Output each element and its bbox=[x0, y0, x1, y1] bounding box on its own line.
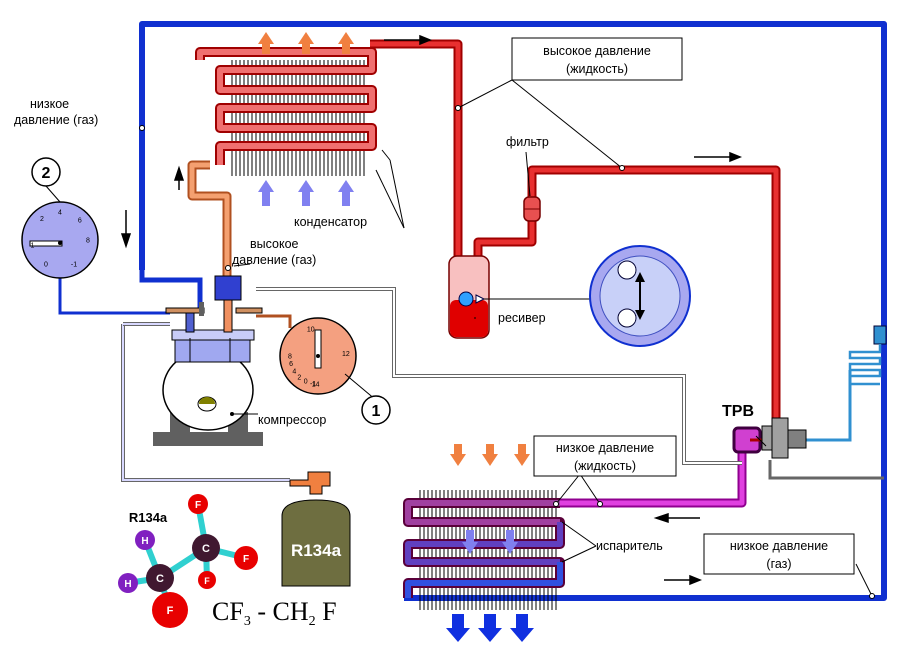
condenser bbox=[195, 47, 377, 176]
label-low-pressure-gas-left-2: давление (газ) bbox=[14, 113, 98, 127]
evaporator bbox=[403, 490, 565, 610]
gauge-high-tick-label: 2 bbox=[297, 374, 301, 381]
sight-glass bbox=[589, 245, 691, 347]
atom-f1: F bbox=[195, 500, 201, 511]
r134a-molecule bbox=[118, 494, 258, 628]
label-condenser: конденсатор bbox=[294, 215, 367, 229]
label-receiver: ресивер bbox=[498, 311, 546, 325]
gauge-high-tick-label: 14 bbox=[312, 381, 320, 388]
gauge-2-callout bbox=[31, 157, 61, 187]
atom-f2: F bbox=[243, 554, 249, 565]
label-box-low-pressure-gas bbox=[703, 533, 855, 575]
gauge-high-tick-label: 6 bbox=[289, 361, 293, 368]
label-low-pressure-gas-right-2: (газ) bbox=[766, 557, 791, 571]
gauge-low-tick-label: 4 bbox=[58, 210, 62, 217]
label-high-pressure-gas-2: давление (газ) bbox=[232, 253, 316, 267]
chemical-formula: CF3 - CH2 F bbox=[212, 597, 337, 629]
atom-c1: C bbox=[202, 543, 210, 555]
gauge-high-tick-label: -1 bbox=[310, 381, 316, 388]
filter bbox=[523, 196, 541, 222]
compressor bbox=[153, 275, 263, 446]
bottle-label: R134a bbox=[291, 541, 342, 560]
label-low-pressure-gas-left-1: низкое bbox=[30, 97, 69, 111]
label-low-pressure-gas-right-1: низкое давление bbox=[730, 539, 828, 553]
gauge-2-number: 2 bbox=[42, 165, 51, 182]
label-high-pressure-gas-1: высокое bbox=[250, 237, 299, 251]
atom-f3: F bbox=[204, 576, 210, 586]
label-filter: фильтр bbox=[506, 135, 549, 149]
gauge-high-tick-label: 4 bbox=[292, 368, 296, 375]
gauge-low-tick-label: -1 bbox=[71, 262, 77, 269]
gauge-1-number: 1 bbox=[372, 403, 381, 420]
molecule-atom-labels: H H F F F F C C bbox=[124, 500, 249, 617]
flow-arrows bbox=[120, 34, 743, 586]
gauge-low-tick-label: 8 bbox=[86, 238, 90, 245]
gauge-low-tick-label: 2 bbox=[40, 216, 44, 223]
atom-f4: F bbox=[167, 605, 174, 617]
label-box-low-pressure-liquid bbox=[533, 435, 677, 477]
air-through-arrows bbox=[462, 530, 518, 554]
label-low-pressure-liquid-2: (жидкость) bbox=[574, 459, 636, 473]
molecule-label: R134a bbox=[129, 510, 168, 525]
sensing-bulb bbox=[848, 325, 887, 386]
label-compressor: компрессор bbox=[258, 413, 326, 427]
gauge-high-tick-label: 10 bbox=[307, 327, 315, 334]
low-pressure-gas-pipe-compressor bbox=[139, 268, 203, 312]
callout-dots bbox=[139, 105, 875, 599]
label-low-pressure-liquid-1: низкое давление bbox=[556, 441, 654, 455]
atom-h2: H bbox=[124, 579, 131, 590]
gauge-high-tick-label: 8 bbox=[288, 354, 292, 361]
gauge-low-tick-label: 6 bbox=[78, 218, 82, 225]
receiver bbox=[448, 255, 490, 339]
trv-valve bbox=[732, 417, 807, 459]
low-pressure-gas-pipe bbox=[139, 21, 887, 601]
atom-h1: H bbox=[141, 536, 148, 547]
gauge-high-tick-label: 0 bbox=[304, 379, 308, 386]
cold-air-out-arrows bbox=[446, 614, 534, 642]
label-high-pressure-liquid-2: (жидкость) bbox=[566, 62, 628, 76]
low-pressure-gauge: 4 2 6 8 0 -1 1 bbox=[21, 201, 99, 279]
label-high-pressure-liquid-1: высокое давление bbox=[543, 44, 651, 58]
refrigerant-bottle bbox=[281, 471, 351, 587]
gauge-low-tick-label: 0 bbox=[44, 262, 48, 269]
high-pressure-liquid-pipe bbox=[370, 39, 463, 265]
atom-c2: C bbox=[156, 573, 164, 585]
gauge-1-callout bbox=[361, 395, 391, 425]
callout-lines bbox=[233, 79, 873, 597]
cool-air-in-arrows bbox=[258, 180, 354, 206]
label-box-high-pressure-liquid bbox=[511, 37, 683, 81]
hot-air-out-arrows bbox=[258, 32, 354, 54]
warm-air-in-arrows bbox=[450, 444, 530, 466]
gauge-high-tick-label: 12 bbox=[342, 351, 350, 358]
gauge-low-tick-label: 1 bbox=[30, 242, 34, 249]
label-trv: ТРВ bbox=[722, 403, 754, 420]
label-evaporator: испаритель bbox=[596, 539, 663, 553]
